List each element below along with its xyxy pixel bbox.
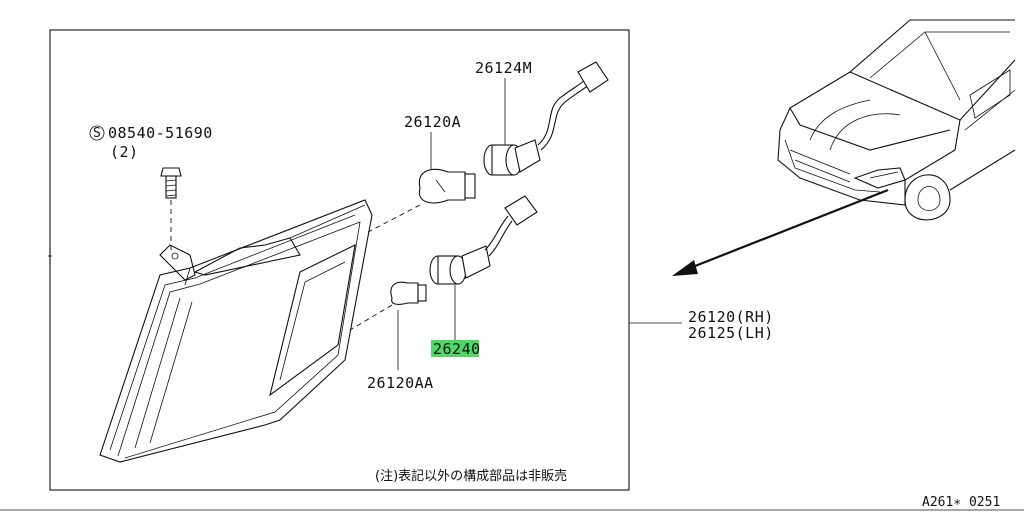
footnote: (注)表記以外の構成部品は非販売 bbox=[375, 468, 567, 484]
label-26120AA[interactable]: 26120AA bbox=[367, 374, 434, 392]
diagram-frame bbox=[49, 29, 630, 491]
label-26120A[interactable]: 26120A bbox=[404, 113, 461, 131]
socket-harness-icon bbox=[483, 61, 609, 176]
label-26124M[interactable]: 26124M bbox=[475, 59, 532, 77]
s-symbol-icon bbox=[89, 125, 105, 141]
screw-code[interactable]: 08540-51690 bbox=[108, 124, 213, 142]
screw-icon bbox=[160, 167, 182, 250]
main-bulb-icon bbox=[367, 168, 476, 233]
label-assembly-rh[interactable]: 26120(RH) bbox=[688, 308, 774, 326]
pointer-arrow bbox=[672, 188, 889, 276]
screw-qty: (2) bbox=[110, 143, 139, 161]
label-26240[interactable]: 26240 bbox=[433, 340, 481, 358]
side-socket-icon bbox=[429, 195, 538, 285]
diagram-code: A261∗ 0251 bbox=[922, 495, 1000, 510]
screw-label[interactable]: S 08540-51690 (2) bbox=[89, 124, 213, 161]
side-bulb-icon bbox=[349, 281, 427, 331]
highlight-26240 bbox=[431, 340, 479, 357]
svg-text:S: S bbox=[93, 126, 101, 141]
label-assembly-lh[interactable]: 26125(LH) bbox=[688, 324, 774, 342]
car-overview-icon bbox=[777, 19, 1016, 221]
lamp-housing bbox=[99, 199, 373, 463]
